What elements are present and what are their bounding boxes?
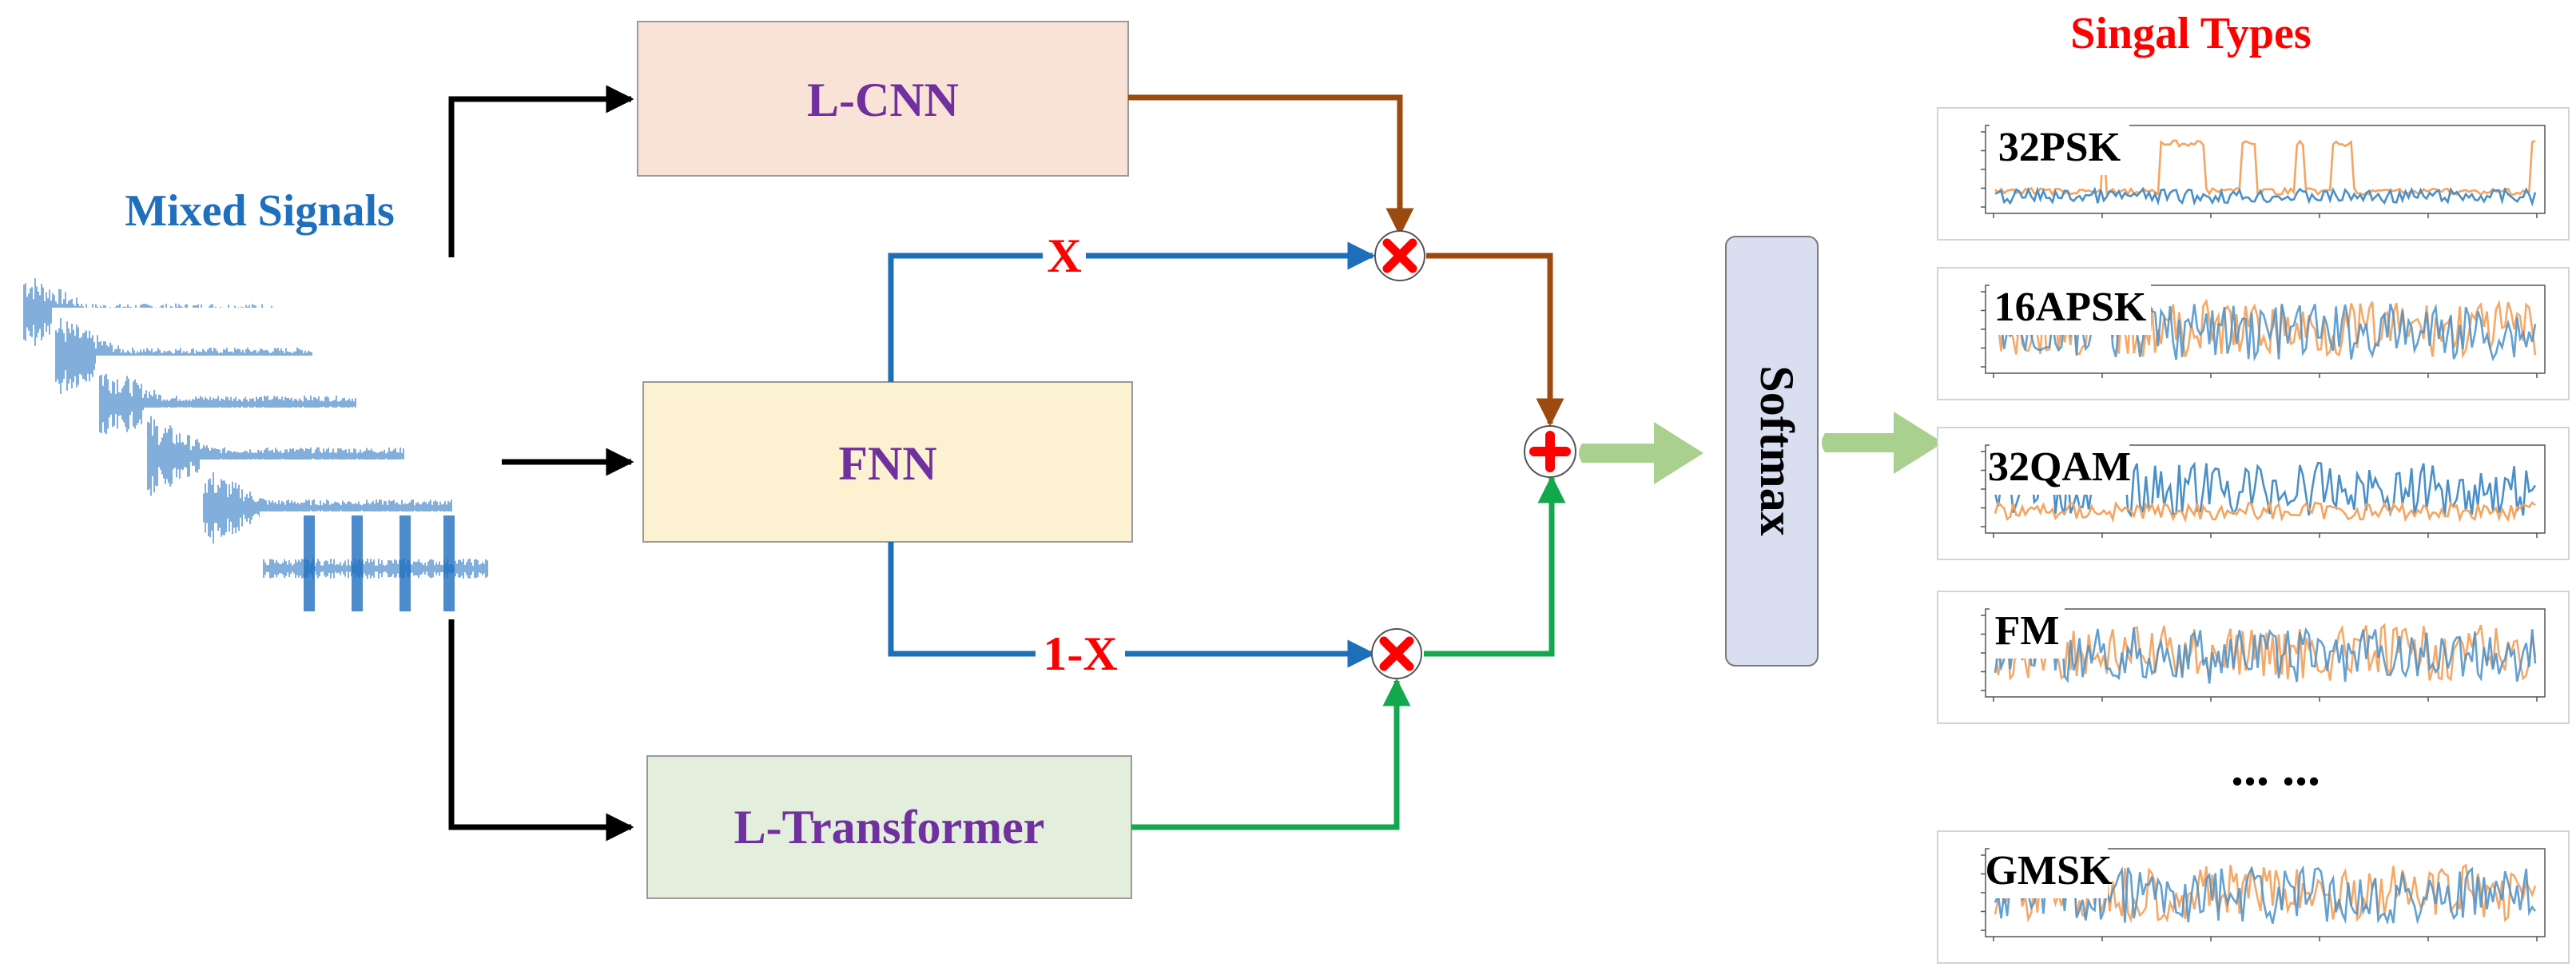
multiply-icon <box>1382 238 1417 273</box>
multiply-operator-bottom <box>1371 628 1422 679</box>
one-minus-x-label-bg <box>1036 627 1125 679</box>
x-label-bg <box>1043 229 1086 281</box>
signal-burst <box>352 515 363 611</box>
mixed-signals-label: Mixed Signals <box>125 186 395 236</box>
softmax-to-output-arrow <box>1822 412 1943 474</box>
signal-type-label: 32QAM <box>1988 444 2131 490</box>
signal-burst <box>304 515 315 611</box>
softmax-block: Softmax <box>1725 236 1819 667</box>
signal-type-label: FM <box>1995 608 2060 654</box>
ltransformer-block: L-Transformer <box>646 755 1132 899</box>
ltransformer-box <box>646 755 1132 899</box>
signal-type-panels: 32PSK 16APSK 32QAM FM GMSK <box>1937 107 2570 964</box>
signal-waveform <box>147 416 404 496</box>
lcnn-block: L-CNN <box>637 21 1129 177</box>
multiply-icon <box>1379 636 1414 671</box>
waveform-series <box>1994 865 2537 925</box>
softmax-label: Softmax <box>1751 365 1803 535</box>
input-connectors <box>448 85 634 842</box>
lcnn-box <box>637 21 1129 177</box>
signal-panel-gmsk: GMSK <box>1937 830 2570 964</box>
softmax-box <box>1725 236 1819 667</box>
multiply-operator-top <box>1374 230 1425 281</box>
lcnn-label: L-CNN <box>807 74 959 126</box>
fnn-x-arrow <box>888 241 1376 382</box>
panel-label-bg <box>1990 434 2129 495</box>
fnn-block: FNN <box>642 381 1133 543</box>
ltransformer-label: L-Transformer <box>734 801 1045 854</box>
panel-label-bg <box>1990 274 2151 335</box>
mixed-signal-stack-image <box>20 264 491 615</box>
waveform-series <box>1994 139 2536 197</box>
fnn-box <box>642 381 1133 543</box>
panel-label-bg <box>1990 114 2129 175</box>
signal-burst <box>400 515 411 611</box>
fnn-label: FNN <box>838 437 936 490</box>
waveform-series <box>1994 500 2536 523</box>
more-signals-ellipsis: ... ... <box>2231 739 2320 796</box>
transformer-to-multiply-arrow <box>1131 678 1411 830</box>
fnn-one-minus-x-arrow <box>888 542 1376 668</box>
multiply-to-add-arrow-bottom <box>1424 475 1566 657</box>
signal-type-label: 16APSK <box>1994 285 2147 330</box>
waveform-series <box>1994 623 2537 682</box>
x-gate-label: X <box>1047 229 1081 282</box>
panel-label-bg <box>1990 598 2065 659</box>
signal-type-label: GMSK <box>1986 848 2113 893</box>
signal-panel-32psk: 32PSK <box>1937 107 2570 241</box>
waveform-series <box>1994 186 2537 207</box>
signal-type-label: 32PSK <box>1998 125 2121 170</box>
arrow-to-ltransformer <box>448 619 634 842</box>
arrow-to-lcnn <box>448 85 634 257</box>
lcnn-to-multiply-arrow <box>1128 94 1414 237</box>
panel-label-bg <box>1990 838 2108 898</box>
one-minus-x-gate-label: 1-X <box>1043 627 1117 680</box>
signal-sheet <box>260 511 491 615</box>
multiply-to-add-arrow-top <box>1426 253 1564 427</box>
signal-types-title: Singal Types <box>2070 9 2311 58</box>
signal-panel-16apsk: 16APSK <box>1937 267 2570 400</box>
signal-waveform <box>99 373 356 435</box>
add-to-softmax-arrow <box>1579 422 1703 484</box>
plus-icon <box>1529 431 1571 472</box>
signal-burst <box>443 515 455 611</box>
add-operator <box>1524 425 1576 478</box>
signal-panel-32qam: 32QAM <box>1937 427 2570 560</box>
waveform-series <box>1994 626 2537 684</box>
signal-waveform <box>203 472 452 544</box>
waveform-series <box>1994 302 2537 362</box>
signal-panel-fm: FM <box>1937 591 2570 724</box>
